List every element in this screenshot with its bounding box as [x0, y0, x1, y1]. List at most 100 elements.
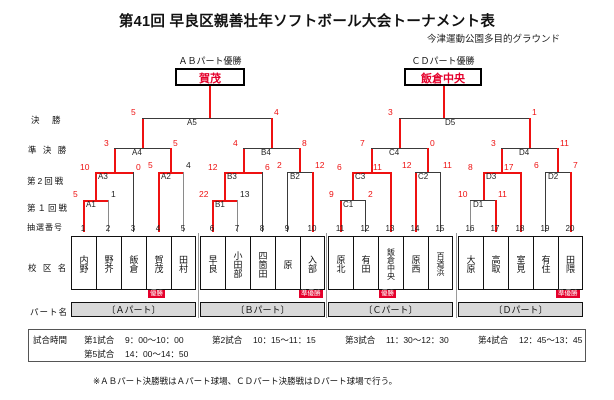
- match-score-left: 3: [388, 107, 393, 117]
- seed-number: 7: [234, 224, 240, 233]
- match-score-left: 5: [148, 160, 153, 170]
- match-score-left: 22: [199, 189, 209, 199]
- match-code: B3: [227, 172, 237, 181]
- team-name: 飯倉中央: [379, 237, 404, 289]
- match-score-right: 11: [498, 189, 507, 199]
- bracket-line: [529, 118, 531, 148]
- bracket-line: [415, 172, 417, 232]
- team-name: 百道浜: [436, 252, 445, 276]
- team-name: 入部: [307, 255, 317, 273]
- seed-number: 9: [284, 224, 290, 233]
- match-score-left: 10: [80, 162, 90, 172]
- team-name: 高取: [484, 237, 509, 289]
- match-score-left: 7: [360, 138, 365, 148]
- bracket-line: [390, 172, 392, 232]
- team-name: 原北: [329, 237, 354, 289]
- match-score-left: 4: [233, 138, 238, 148]
- seed-number: 2: [105, 224, 111, 233]
- venue-subtitle: 今津運動公園多目的グラウンド: [426, 34, 560, 45]
- match-code: C3: [355, 172, 366, 181]
- part-label-b: 〔Ｂパート〕: [200, 302, 325, 317]
- team-name: 賀茂: [147, 237, 172, 289]
- seed-number: 3: [130, 224, 136, 233]
- team-name: 小田部: [226, 237, 251, 289]
- team-name: 有田: [354, 237, 379, 289]
- team-name: 飯倉: [122, 237, 147, 289]
- part-divider: [326, 233, 327, 318]
- bracket-line: [340, 200, 365, 201]
- bracket-line: [483, 172, 485, 200]
- schedule-box: [28, 329, 586, 362]
- row-label-seed: 抽選番号: [27, 223, 63, 232]
- bracket-line: [224, 172, 226, 200]
- seed-number: 20: [565, 224, 575, 233]
- part-label-c: 〔Ｃパート〕: [328, 302, 453, 317]
- seed-number: 6: [209, 224, 215, 233]
- page-title: 第41回 早良区親善壮年ソフトボール大会トーナメント表: [118, 14, 496, 30]
- bracket-line: [83, 200, 85, 232]
- team-group-a: 内野 野芥 飯倉 賀茂 田村: [71, 236, 196, 290]
- bracket-line: [415, 172, 440, 173]
- match-score-right: 11: [560, 138, 569, 148]
- game-time: 10：15〜11：15: [253, 335, 316, 345]
- cd-champion-caption: ＣＤパート優勝: [411, 56, 475, 66]
- match-code: A4: [132, 148, 142, 157]
- match-code: B2: [290, 172, 300, 181]
- bracket-line: [158, 172, 183, 174]
- match-score-right: 6: [265, 162, 270, 172]
- team-name: 室見: [509, 237, 534, 289]
- match-score-right: 2: [368, 189, 373, 199]
- team-name: 原西: [404, 237, 429, 289]
- bracket-line: [170, 148, 172, 172]
- bracket-line: [262, 172, 263, 232]
- match-score-left: 3: [491, 138, 496, 148]
- row-label-round2: 第2回戦: [27, 176, 66, 186]
- seed-number: 16: [465, 224, 475, 233]
- bracket-line: [501, 148, 503, 172]
- bracket-line: [114, 148, 116, 172]
- match-code: D3: [486, 172, 497, 181]
- footnote: ※ＡＢパート決勝戦はＡパート球場、ＣＤパート決勝戦はＤパート球場で行う。: [93, 376, 398, 386]
- match-score-right: 1: [111, 189, 116, 199]
- team-group-d: 大原 高取 室見 有住 田隈: [458, 236, 583, 290]
- bracket-line: [352, 172, 354, 200]
- match-code: D4: [519, 148, 530, 157]
- match-score-right: 0: [136, 162, 141, 172]
- team-name: 田村: [178, 255, 188, 273]
- team-name: 野芥: [97, 237, 122, 289]
- match-score-right: 11: [443, 160, 452, 170]
- match-code: A2: [161, 172, 171, 181]
- team-group-c: 原北 有田 飯倉中央 原西 百道浜: [328, 236, 453, 290]
- bracket-line: [365, 200, 366, 232]
- bracket-line: [114, 148, 170, 149]
- bracket-line: [271, 118, 273, 148]
- match-score-left: 5: [131, 107, 136, 117]
- game-time: 12：45〜13：45: [519, 335, 583, 345]
- match-score-left: 6: [534, 160, 539, 170]
- part-divider: [456, 233, 457, 318]
- row-label-final: 決 勝: [31, 115, 63, 125]
- match-code: D2: [548, 172, 559, 181]
- match-score-left: 6: [337, 162, 342, 172]
- seed-number: 14: [410, 224, 420, 233]
- match-score-left: 9: [329, 189, 334, 199]
- bracket-line: [158, 172, 160, 232]
- bracket-line: [440, 172, 441, 232]
- match-score-left: 12: [402, 160, 412, 170]
- bracket-line: [557, 148, 559, 172]
- match-score-right: 4: [186, 160, 191, 170]
- seed-number: 10: [307, 224, 317, 233]
- match-score-left: 2: [277, 160, 282, 170]
- bracket-line: [299, 148, 301, 172]
- team-badge: 準優勝: [299, 290, 323, 298]
- seed-number: 17: [490, 224, 500, 233]
- bracket-line: [183, 172, 184, 232]
- bracket-line: [287, 172, 288, 232]
- seed-number: 1: [80, 224, 86, 233]
- match-code: A1: [86, 200, 96, 209]
- team-badge: 準優勝: [556, 290, 580, 298]
- bracket-line: [224, 172, 262, 174]
- seed-number: 12: [360, 224, 370, 233]
- bracket-line: [340, 200, 342, 232]
- bracket-line: [243, 148, 245, 172]
